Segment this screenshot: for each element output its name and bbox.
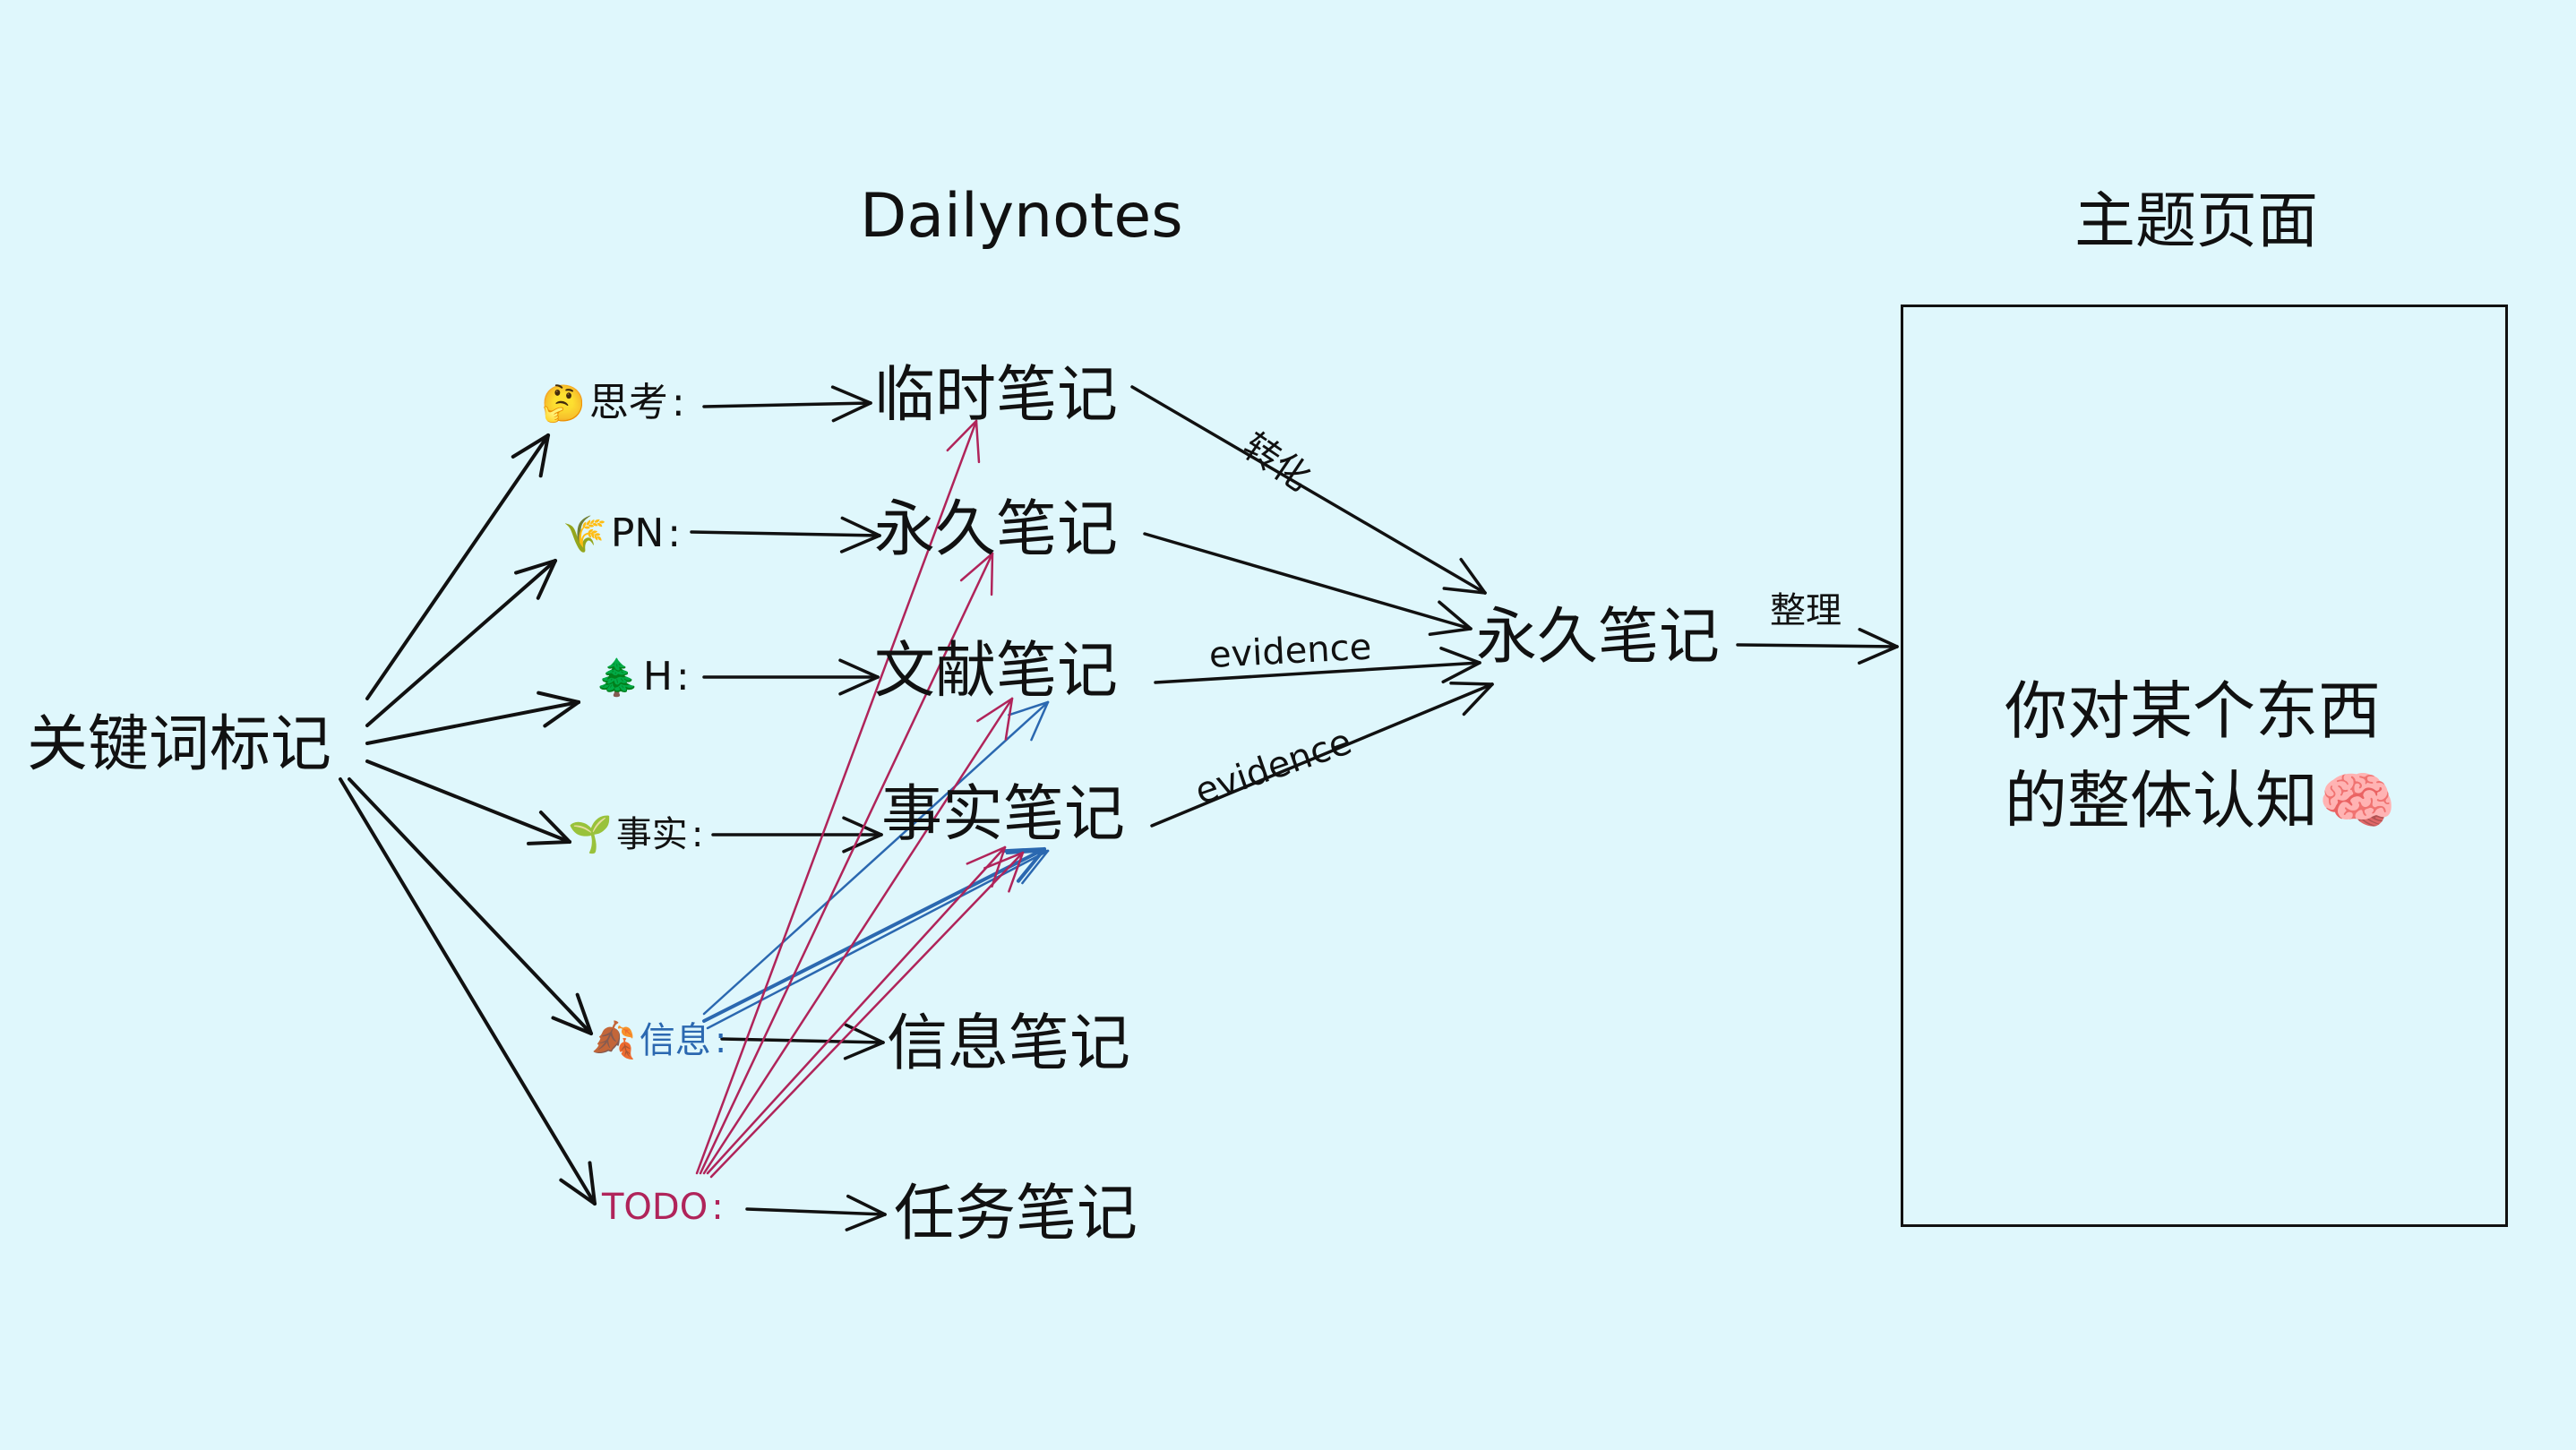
edge-label-organize: 整理: [1770, 590, 1842, 631]
tag-todo-sep: :: [711, 1187, 724, 1228]
arrow-pn-permanent: [690, 516, 881, 553]
note-literature: 文献笔记: [874, 636, 1119, 707]
evergreen-tree-icon: 🌲: [595, 657, 640, 699]
arrow-fleeting-hub: [1130, 385, 1487, 595]
fallen-leaf-icon: 🍂: [591, 1020, 636, 1061]
note-permanent: 永久笔记: [874, 494, 1119, 565]
tag-h-sep: :: [675, 654, 690, 699]
tag-fact: 🌱事实:: [568, 817, 703, 853]
tag-thinking-sep: :: [671, 380, 685, 425]
arrow-root-fact: [365, 759, 571, 845]
tag-h: 🌲H:: [595, 657, 690, 697]
root-node: 关键词标记: [27, 709, 332, 780]
tag-thinking: 🤔思考:: [541, 383, 685, 423]
arrow-root-thinking: [365, 433, 550, 700]
arrow-todo-literature: [702, 697, 1014, 1175]
brain-icon: 🧠: [2318, 764, 2397, 837]
tag-pn: 🌾PN:: [562, 514, 681, 553]
arrow-todo-fact-2: [709, 851, 1025, 1179]
seedling-icon: 🌱: [568, 814, 613, 855]
tag-fact-sep: :: [691, 814, 704, 855]
edge-label-evidence-1: evidence: [1207, 626, 1373, 676]
arrow-root-todo: [339, 777, 597, 1205]
rice-sheaf-icon: 🌾: [562, 514, 607, 555]
note-task: 任务笔记: [894, 1179, 1138, 1249]
tag-pn-sep: :: [667, 511, 682, 556]
tag-todo-text: TODO: [602, 1187, 708, 1228]
thinking-face-icon: 🤔: [541, 383, 586, 425]
topic-body-line-2: 的整体认知🧠: [2005, 763, 2396, 838]
permanent-note-hub: 永久笔记: [1476, 602, 1721, 673]
arrow-fact-hub: [1150, 682, 1494, 828]
tag-info: 🍂信息:: [591, 1023, 726, 1059]
tag-info-text: 信息: [639, 1020, 711, 1061]
topic-body-line-1: 你对某个东西: [2005, 674, 2381, 748]
topic-body-line-2-text: 的整体认知: [2005, 764, 2318, 837]
arrow-info-fact-2: [706, 849, 1050, 1030]
tag-todo: TODO:: [602, 1189, 724, 1225]
arrow-todo-fact-1: [706, 845, 1007, 1175]
tag-pn-text: PN: [610, 511, 665, 556]
note-info: 信息笔记: [887, 1008, 1131, 1079]
tag-fact-text: 事实: [615, 814, 688, 855]
arrow-todo-permanent: [699, 552, 994, 1175]
arrow-info-literature: [702, 700, 1050, 1016]
tag-info-sep: :: [714, 1020, 727, 1061]
arrow-fact-fact: [711, 816, 883, 854]
note-fleeting: 临时笔记: [874, 360, 1119, 431]
arrow-thinking-fleeting: [702, 385, 872, 423]
topic-page-title: 主题页面: [2074, 186, 2319, 257]
tag-thinking-text: 思考: [588, 380, 668, 425]
tag-h-text: H: [642, 654, 673, 699]
topic-page-box: [1901, 305, 2508, 1227]
dailynotes-title: Dailynotes: [860, 181, 1183, 252]
arrow-permanent-hub: [1143, 532, 1473, 637]
arrow-todo-task: [745, 1194, 887, 1231]
arrow-root-pn: [365, 559, 557, 727]
arrow-hub-topic: [1736, 628, 1899, 665]
arrow-root-h: [365, 691, 580, 745]
arrow-info-fact-1: [702, 847, 1046, 1023]
arrow-todo-fleeting: [695, 419, 981, 1175]
arrow-root-info: [348, 777, 593, 1035]
arrow-h-literature: [702, 658, 880, 696]
note-fact: 事实笔记: [881, 779, 1126, 850]
arrow-info-info: [720, 1023, 885, 1060]
arrow-literature-hub: [1154, 647, 1481, 684]
